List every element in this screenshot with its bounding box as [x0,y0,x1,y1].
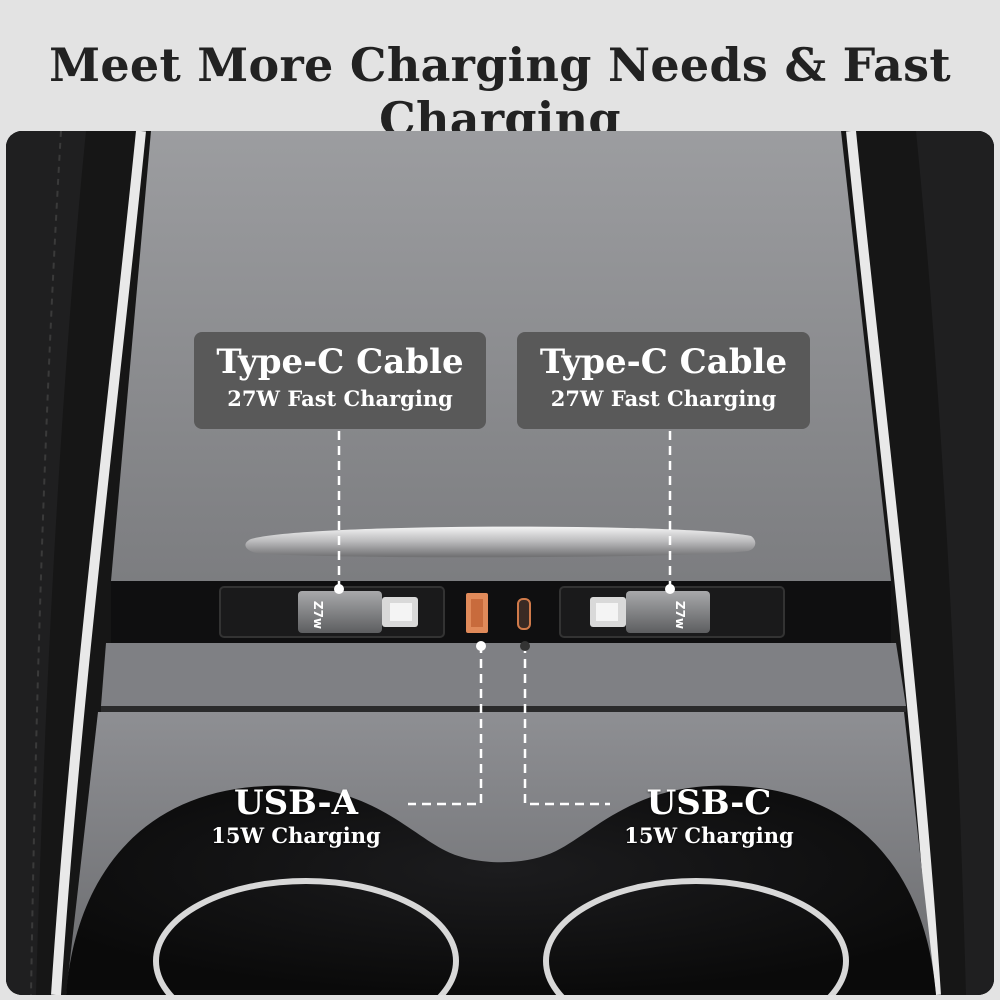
usb-c-detail: 15W Charging [624,823,794,848]
usb-c-label: USB-C 15W Charging [624,784,794,850]
callout-right-title: Type-C Cable [539,342,788,382]
usb-a-title: USB-A [233,783,359,823]
callout-left-detail: 27W Fast Charging [227,386,453,411]
product-photo: Z7w Z7w Type-C Cable 27W Fast Charging T… [6,131,994,995]
brand-mark-right: Z7w [673,600,688,630]
console-illustration [6,131,994,995]
callout-left-title: Type-C Cable [216,342,464,382]
usb-a-detail: 15W Charging [211,823,381,848]
callout-right-detail: 27W Fast Charging [550,386,777,411]
callout-left: Type-C Cable 27W Fast Charging [194,332,486,429]
usb-a-label: USB-A 15W Charging [211,784,381,850]
brand-mark-left: Z7w [311,600,326,630]
callout-right: Type-C Cable 27W Fast Charging [517,332,810,429]
headline: Meet More Charging Needs & Fast Charging [49,38,951,146]
usb-c-title: USB-C [646,783,772,823]
